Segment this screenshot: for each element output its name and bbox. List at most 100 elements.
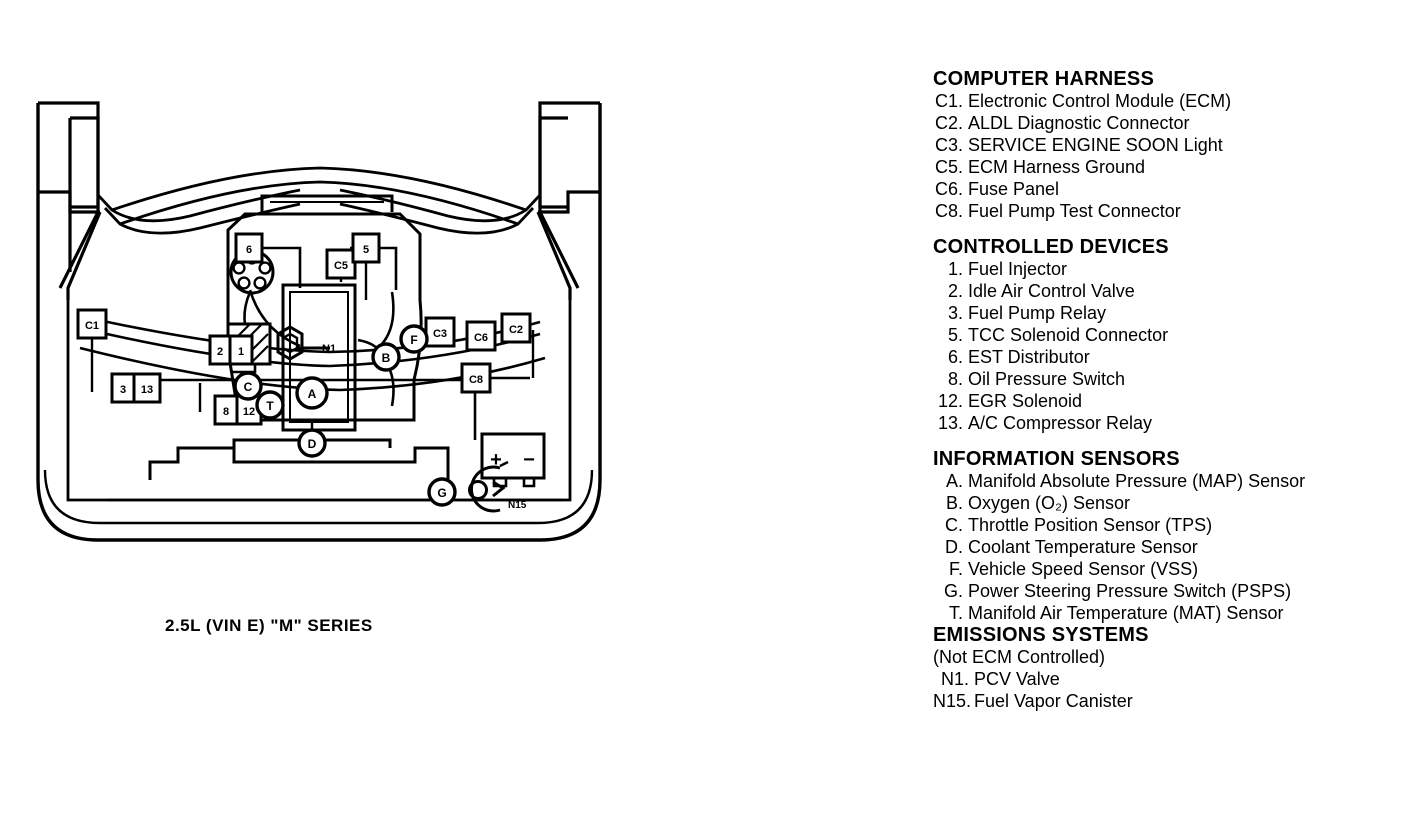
- legend-item-key: C2.: [934, 113, 963, 133]
- callout-device-8: 8: [213, 394, 239, 426]
- callout-device-1: 1: [228, 334, 254, 366]
- legend-item-key: F.: [948, 559, 963, 579]
- legend-item: C3. SERVICE ENGINE SOON Light: [933, 134, 1403, 156]
- callout-device-5: 5: [351, 232, 381, 264]
- callout-sensor-d-label: D: [308, 437, 317, 451]
- legend-item-key: A.: [945, 471, 963, 491]
- callout-device-3: 3: [110, 372, 136, 404]
- legend-item-key: 13.: [937, 413, 963, 433]
- legend-heading-emissions-systems: EMISSIONS SYSTEMS: [933, 624, 1149, 646]
- right-fender-sweep-bottom: [339, 202, 535, 235]
- callout-c5-label: C5: [334, 260, 348, 272]
- legend-item: D. Coolant Temperature Sensor: [933, 536, 1403, 558]
- legend-item-key: 5.: [947, 325, 963, 345]
- legend-item-text: Fuel Vapor Canister: [974, 691, 1133, 711]
- legend-list-information-sensors: A. Manifold Absolute Pressure (MAP) Sens…: [933, 470, 1403, 624]
- vehicle-bumper-inner-line: [43, 469, 594, 525]
- legend-item-key: C5.: [934, 157, 963, 177]
- legend-item: T. Manifold Air Temperature (MAT) Sensor: [933, 602, 1403, 624]
- legend-item-key: C6.: [934, 179, 963, 199]
- legend-item: C. Throttle Position Sensor (TPS): [933, 514, 1403, 536]
- callout-sensor-t-label: T: [266, 399, 274, 413]
- callout-c3: C3: [424, 316, 456, 348]
- distributor-terminal-4: [237, 276, 251, 290]
- legend-item: F. Vehicle Speed Sensor (VSS): [933, 558, 1403, 580]
- legend-item-text: Manifold Absolute Pressure (MAP) Sensor: [968, 471, 1306, 491]
- callout-device-6: 6: [234, 232, 264, 264]
- legend-item-key: N15.: [933, 691, 972, 711]
- legend-item-text: ALDL Diagnostic Connector: [968, 113, 1190, 133]
- legend-item-key: C3.: [934, 135, 963, 155]
- left-fender-rail-outer: [38, 101, 100, 289]
- legend-item-key: 3.: [947, 303, 963, 323]
- legend-item-text: Manifold Air Temperature (MAT) Sensor: [968, 603, 1284, 623]
- legend-item: G. Power Steering Pressure Switch (PSPS): [933, 580, 1403, 602]
- legend-item: C6. Fuse Panel: [933, 178, 1403, 200]
- legend-item-key: D.: [945, 537, 963, 557]
- battery-case: [480, 432, 546, 480]
- legend-item: A. Manifold Absolute Pressure (MAP) Sens…: [933, 470, 1403, 492]
- legend-item-key: 8.: [947, 369, 963, 389]
- callout-device-1-label: 1: [238, 346, 244, 358]
- intake-runner-curve-right: [377, 291, 395, 349]
- callout-c6-label: C6: [474, 332, 488, 344]
- legend-item: C5. ECM Harness Ground: [933, 156, 1403, 178]
- legend-spacer: [933, 434, 1403, 448]
- left-fender-lower-edge: [38, 190, 100, 214]
- legend-heading-information-sensors: INFORMATION SENSORS: [933, 448, 1180, 470]
- legend-item-text: Fuel Injector: [968, 259, 1068, 279]
- callout-sensor-g: G: [427, 477, 457, 507]
- canister-port-right: [492, 480, 506, 498]
- legend-item-text: Fuse Panel: [968, 179, 1060, 199]
- engine-block-rect-inner: [289, 291, 349, 423]
- legend-item-text: ECM Harness Ground: [968, 157, 1146, 177]
- legend-spacer: [933, 222, 1403, 236]
- iac-hex-outer: [276, 325, 304, 361]
- callout-device-13: 13: [132, 372, 162, 404]
- legend-panel: COMPUTER HARNESS C1. Electronic Control …: [933, 68, 1403, 712]
- left-fender-rail-inner-box: [70, 116, 100, 209]
- cowl-curve-lower: [119, 180, 519, 226]
- legend-item: B. Oxygen (O₂) Sensor: [933, 492, 1403, 514]
- legend-list-computer-harness: C1. Electronic Control Module (ECM) C2. …: [933, 90, 1403, 222]
- distributor-terminal-2: [258, 261, 272, 275]
- left-fender-sweep-bottom: [103, 202, 301, 235]
- callout-device-13-label: 13: [141, 384, 153, 396]
- legend-item-key: T.: [948, 603, 963, 623]
- callout-sensor-c: C: [233, 371, 263, 401]
- valve-cover-top: [260, 194, 394, 212]
- legend-item-text: Power Steering Pressure Switch (PSPS): [968, 581, 1292, 601]
- vehicle-body-outline: [36, 103, 602, 542]
- callout-sensor-t: T: [255, 390, 285, 420]
- legend-item: C2. ALDL Diagnostic Connector: [933, 112, 1403, 134]
- callout-sensor-b-label: B: [382, 351, 391, 365]
- legend-item-key: C.: [945, 515, 963, 535]
- legend-section-information-sensors: INFORMATION SENSORS A. Manifold Absolute…: [933, 448, 1403, 624]
- legend-item: 8. Oil Pressure Switch: [933, 368, 1403, 390]
- legend-item-text: EGR Solenoid: [968, 391, 1083, 411]
- legend-item-text: SERVICE ENGINE SOON Light: [968, 135, 1223, 155]
- callout-c2: C2: [500, 312, 532, 344]
- canister-body: [469, 465, 501, 513]
- legend-item-key: B.: [945, 493, 963, 513]
- diagram-caption: 2.5L (VIN E) "M" SERIES: [165, 616, 373, 635]
- legend-item-text: Idle Air Control Valve: [968, 281, 1135, 301]
- legend-item: 12. EGR Solenoid: [933, 390, 1403, 412]
- legend-section-computer-harness: COMPUTER HARNESS C1. Electronic Control …: [933, 68, 1403, 222]
- callout-sensor-g-label: G: [437, 486, 446, 500]
- callout-boxes: C 1 C2 C3 C5 C6: [76, 232, 532, 426]
- legend-item: 2. Idle Air Control Valve: [933, 280, 1403, 302]
- legend-item-text: Oxygen (O₂) Sensor: [968, 493, 1131, 513]
- legend-item-key: 1.: [947, 259, 963, 279]
- battery-negative-terminal-label: −: [523, 449, 535, 471]
- legend-item-text: Coolant Temperature Sensor: [968, 537, 1198, 557]
- legend-item: N15. Fuel Vapor Canister: [933, 690, 1403, 712]
- legend-list-controlled-devices: 1. Fuel Injector 2. Idle Air Control Val…: [933, 258, 1403, 434]
- engine-block-rect: [281, 283, 357, 432]
- callout-c3-label: C3: [433, 328, 447, 340]
- legend-item-key: C8.: [934, 201, 963, 221]
- battery-post-negative: [522, 478, 536, 488]
- callout-sensor-c-label: C: [244, 380, 253, 394]
- legend-item-key: 6.: [947, 347, 963, 367]
- callout-c2-label: C2: [509, 324, 523, 336]
